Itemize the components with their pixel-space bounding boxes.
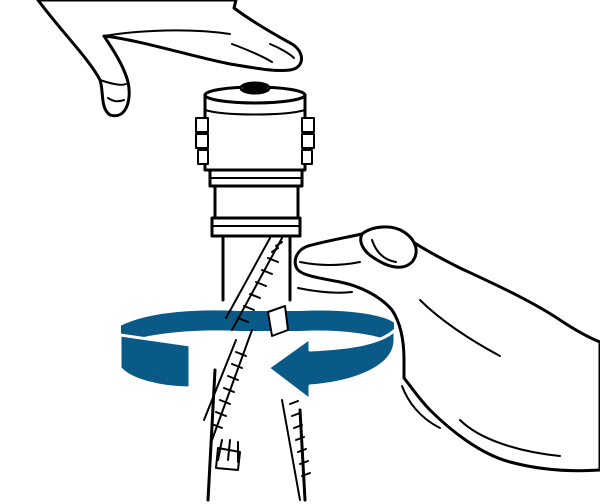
end-cap-tabs-left xyxy=(196,118,208,164)
rotation-arrow-left-segment xyxy=(120,335,190,388)
end-cap-tabs-right xyxy=(302,118,314,164)
end-cap xyxy=(196,83,314,236)
rotation-arrow-icon xyxy=(120,330,395,400)
rotation-arrow-right-segment xyxy=(268,330,395,400)
bristle-strip-right xyxy=(282,400,310,500)
